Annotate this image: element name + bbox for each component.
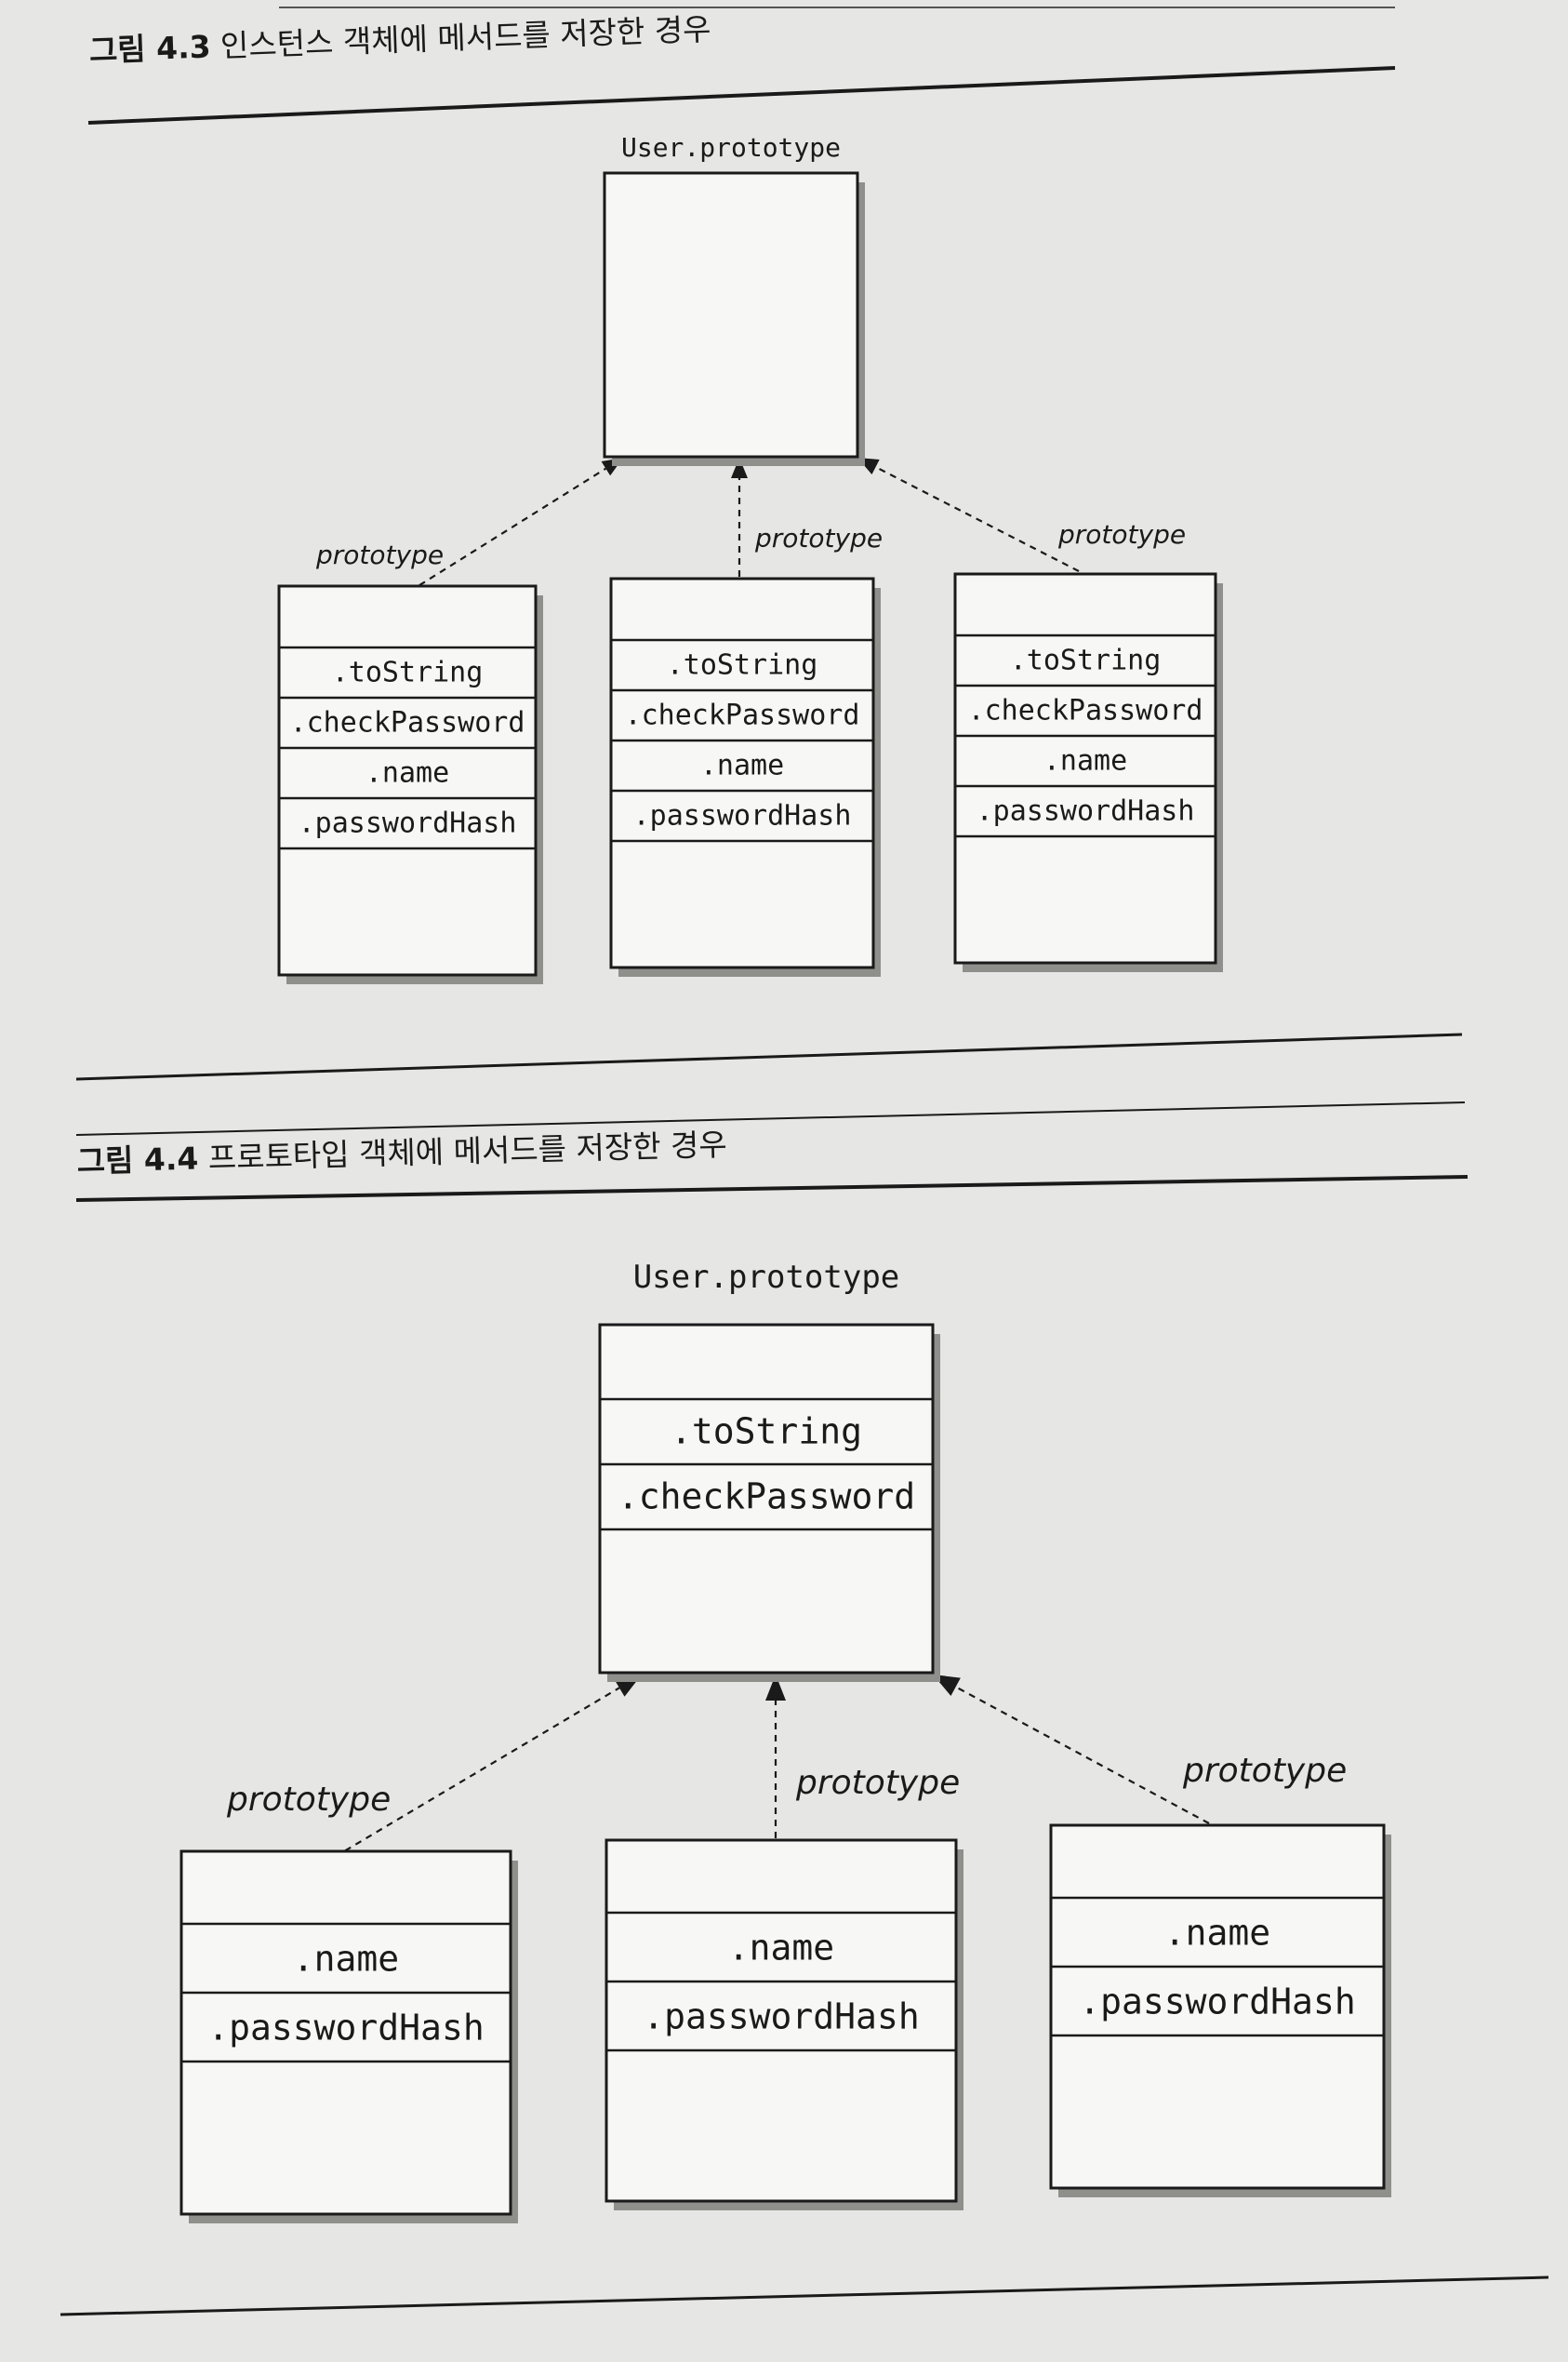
instance-3-field: .name <box>1164 1912 1270 1953</box>
prototype-edge-label: prototype <box>226 1781 391 1819</box>
instance-3-field: .name <box>1043 745 1127 778</box>
instance-3-field: .passwordHash <box>977 795 1195 828</box>
prototype-link <box>408 467 606 593</box>
prototype-link <box>875 466 1080 572</box>
instance-1-field: .passwordHash <box>299 807 517 840</box>
root-field: .checkPassword <box>618 1476 915 1517</box>
root-box <box>598 1323 935 1675</box>
instance-1-box <box>179 1849 512 2216</box>
instance-3-field: .checkPassword <box>968 695 1203 727</box>
instance-2-field: .checkPassword <box>625 700 860 732</box>
instance-1-field: .passwordHash <box>207 2007 484 2048</box>
figure-4-3-diagram: User.prototype prototype prototype prototyp… <box>277 132 1223 984</box>
arrowhead-icon <box>765 1675 786 1701</box>
instance-1-field: .toString <box>332 657 484 689</box>
arrowhead-icon <box>731 458 748 478</box>
instance-3-box <box>953 572 1217 965</box>
root-label: User.prototype <box>633 1259 900 1296</box>
instance-1-box <box>277 584 538 977</box>
prototype-edge-label: prototype <box>754 523 883 554</box>
instance-3-box <box>1049 1823 1386 2190</box>
prototype-edge-label: prototype <box>1182 1752 1347 1790</box>
instance-3-field: .passwordHash <box>1079 1981 1355 2022</box>
root-box <box>603 171 859 459</box>
prototype-edge-label: prototype <box>315 540 444 570</box>
prototype-link <box>334 1687 620 1858</box>
prototype-link <box>955 1686 1210 1824</box>
instance-2-box <box>605 1838 958 2203</box>
figure-4-4-diagram: User.prototype .toString .checkPassword pro… <box>179 1259 1391 2223</box>
figure-4-4-top-rule <box>75 1101 1466 1136</box>
instance-2-field: .name <box>728 1927 834 1968</box>
figure-4-3-title-rule <box>87 66 1396 125</box>
instance-3-field: .toString <box>1010 645 1162 677</box>
instance-1-field: .checkPassword <box>290 707 525 740</box>
prototype-edge-label: prototype <box>795 1764 960 1802</box>
instance-2-box <box>609 577 875 969</box>
figure-4-3-bottom-rule <box>75 1033 1463 1081</box>
instance-1-field: .name <box>293 1938 399 1979</box>
root-field: .toString <box>671 1411 862 1452</box>
figure-4-4-title-rule <box>75 1175 1468 1202</box>
page-bottom-rule <box>60 2275 1549 2316</box>
instance-1-field: .name <box>365 757 449 790</box>
instance-2-field: .passwordHash <box>633 800 852 833</box>
instance-2-field: .name <box>700 750 784 782</box>
prototype-edge-label: prototype <box>1057 519 1186 550</box>
instance-2-field: .passwordHash <box>643 1995 919 2036</box>
instance-2-field: .toString <box>667 649 818 682</box>
root-label: User.prototype <box>621 132 841 163</box>
